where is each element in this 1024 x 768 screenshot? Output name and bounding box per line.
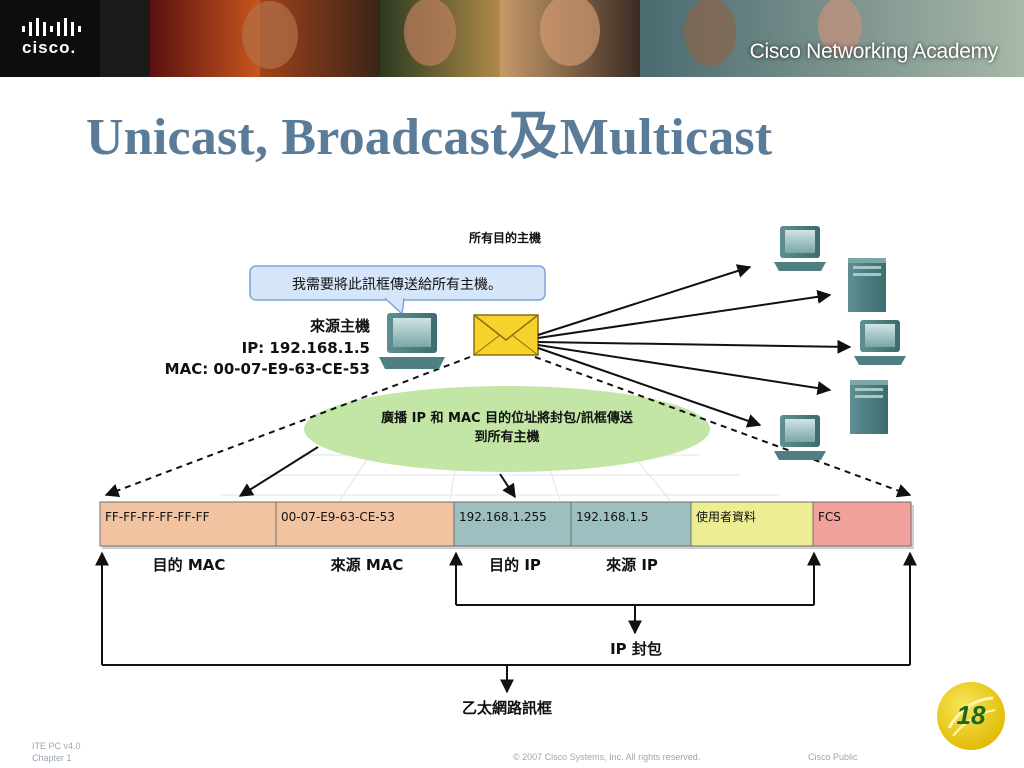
ip-packet-label: IP 封包 bbox=[610, 640, 662, 658]
academy-wordmark: Cisco Networking Academy bbox=[749, 40, 999, 63]
frame-field-value: 192.168.1.255 bbox=[459, 510, 547, 524]
frame-field-box bbox=[570, 501, 692, 547]
cisco-bars-icon bbox=[22, 18, 81, 36]
broadcast-note-line1: 廣播 IP 和 MAC 目的位址將封包/訊框傳送 bbox=[381, 410, 634, 426]
frame-field-box bbox=[453, 501, 572, 547]
ethernet-frame-label: 乙太網路訊框 bbox=[462, 699, 552, 717]
page-number-badge bbox=[937, 682, 1005, 750]
slide-title: Unicast, Broadcast及Multicast bbox=[86, 109, 773, 166]
label-dest-mac: 目的 MAC bbox=[153, 556, 226, 574]
all-hosts-label: 所有目的主機 bbox=[469, 230, 541, 245]
cisco-logo: cisco. bbox=[0, 0, 100, 77]
broadcast-note-ellipse bbox=[304, 386, 710, 472]
ethernet-frame: FF-FF-FF-FF-FF-FF 00-07-E9-63-CE-53 192.16… bbox=[99, 501, 912, 547]
ethernet-frame-bracket bbox=[95, 551, 917, 694]
label-dest-ip: 目的 IP bbox=[489, 556, 541, 574]
speech-bubble: 我需要將此訊框傳送給所有主機。 bbox=[249, 265, 546, 316]
dest-pc-icon bbox=[774, 226, 826, 271]
frame-field-value: FCS bbox=[818, 510, 841, 524]
frame-field-box bbox=[690, 501, 814, 547]
dashed-arrow-right bbox=[534, 356, 912, 498]
page-number: 18 bbox=[956, 700, 986, 730]
broadcast-note-line2: 到所有主機 bbox=[474, 429, 539, 445]
dest-pc-icon bbox=[854, 320, 906, 365]
frame-field-value: 192.168.1.5 bbox=[576, 510, 649, 524]
footer-course-info: ITE PC v4.0 Chapter 1 bbox=[32, 740, 81, 764]
logo-text: cisco. bbox=[22, 38, 77, 57]
dest-pc-icon bbox=[774, 415, 826, 460]
arrow-to-dest-ip bbox=[499, 473, 516, 499]
dest-server-icon bbox=[848, 258, 886, 312]
header-banner: cisco. Cisco Networking Academy bbox=[0, 0, 1024, 77]
frame-field-box bbox=[99, 501, 277, 547]
frame-field-value: FF-FF-FF-FF-FF-FF bbox=[105, 510, 210, 524]
footer-chapter: Chapter 1 bbox=[32, 753, 72, 763]
footer-course: ITE PC v4.0 bbox=[32, 741, 81, 751]
ip-packet-bracket bbox=[449, 551, 821, 635]
frame-field-value: 使用者資料 bbox=[696, 509, 756, 524]
footer-copyright: © 2007 Cisco Systems, Inc. All rights re… bbox=[513, 752, 701, 762]
arrow-to-dest-mac bbox=[238, 446, 319, 497]
source-pc-icon bbox=[379, 313, 445, 369]
dest-server-icon bbox=[850, 380, 888, 434]
label-src-mac: 來源 MAC bbox=[331, 556, 404, 574]
frame-field-value: 00-07-E9-63-CE-53 bbox=[281, 510, 395, 524]
footer-classification: Cisco Public bbox=[808, 752, 858, 762]
label-src-ip: 來源 IP bbox=[606, 556, 658, 574]
frame-field-box bbox=[275, 501, 455, 547]
envelope-icon bbox=[473, 314, 539, 356]
source-host-ip: IP: 192.168.1.5 bbox=[242, 339, 370, 357]
banner-photo-strip bbox=[150, 0, 1024, 77]
source-host-mac: MAC: 00-07-E9-63-CE-53 bbox=[165, 360, 370, 378]
source-host-name: 來源主機 bbox=[310, 317, 370, 335]
speech-bubble-text: 我需要將此訊框傳送給所有主機。 bbox=[292, 277, 502, 293]
dashed-arrow-left bbox=[104, 356, 471, 498]
frame-field-box bbox=[812, 501, 912, 547]
broadcast-fan-arrows bbox=[537, 264, 852, 428]
